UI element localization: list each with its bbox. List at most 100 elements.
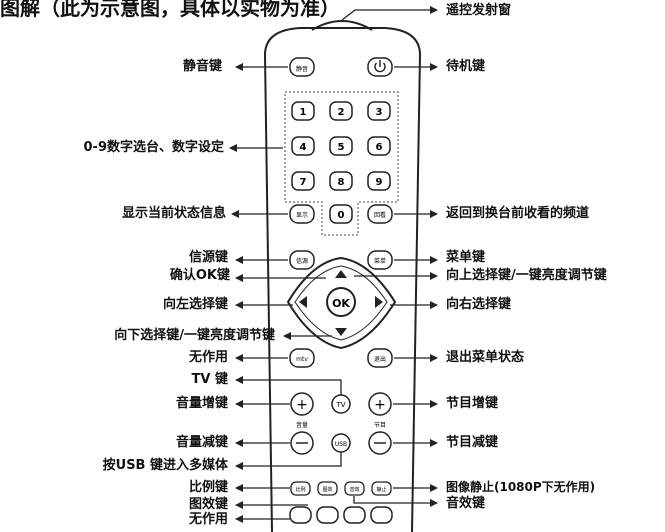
label-ch-up: 节目增键 bbox=[446, 396, 499, 411]
blank-button bbox=[370, 506, 393, 524]
label-right: 向右选择键 bbox=[446, 297, 512, 312]
diagram-heading: 图解（此为示意图，具体以实物为准） bbox=[0, 0, 340, 20]
digit-0-button bbox=[329, 204, 353, 224]
right-arrow-icon bbox=[375, 296, 383, 308]
label-exit: 退出菜单状态 bbox=[446, 350, 525, 365]
ratio-button-label: 比例 bbox=[295, 486, 305, 493]
blank-button bbox=[343, 506, 366, 524]
label-ratio: 比例键 bbox=[188, 480, 228, 495]
up-arrow-icon bbox=[335, 270, 347, 278]
digit-pad-frame bbox=[284, 91, 399, 236]
label-menu: 菜单键 bbox=[446, 250, 486, 265]
leader-tv bbox=[235, 376, 342, 395]
digit-9-label: 9 bbox=[376, 177, 383, 188]
mtv-button-label: mtv bbox=[296, 356, 308, 363]
label-freeze: 图像静止(1080P下无作用) bbox=[446, 480, 596, 494]
program-small-label: 节目 bbox=[374, 421, 386, 429]
mute-button bbox=[289, 57, 315, 77]
power-icon bbox=[374, 60, 386, 73]
digit-9-button bbox=[367, 171, 391, 191]
label-up: 向上选择键/一键亮度调节键 bbox=[446, 268, 607, 283]
exit-button-label: 退出 bbox=[374, 355, 386, 363]
ratio-button bbox=[290, 481, 311, 496]
volume-up-button bbox=[290, 392, 314, 416]
ok-button bbox=[326, 287, 356, 317]
menu-button-label: 菜单 bbox=[374, 257, 386, 265]
digit-5-label: 5 bbox=[338, 142, 345, 153]
label-sound: 音效键 bbox=[446, 496, 486, 511]
sound-effect-button bbox=[344, 481, 365, 496]
label-ok: 确认OK键 bbox=[169, 268, 230, 283]
digit-8-label: 8 bbox=[338, 177, 345, 188]
digit-3-button bbox=[367, 101, 391, 121]
channel-up-button bbox=[368, 392, 392, 416]
label-picture: 图效键 bbox=[188, 497, 228, 512]
menu-button bbox=[367, 250, 393, 270]
nav-cross bbox=[286, 256, 397, 350]
ok-button-label: OK bbox=[332, 297, 350, 310]
display-button bbox=[289, 204, 315, 224]
digit-3-label: 3 bbox=[376, 107, 383, 118]
digit-1-button bbox=[291, 101, 315, 121]
label-down: 向下选择键/一键亮度调节键 bbox=[114, 328, 275, 343]
recall-button-label: 回看 bbox=[374, 211, 386, 219]
right-leaders bbox=[341, 6, 438, 507]
bent-left-leaders bbox=[235, 376, 342, 470]
digit-8-button bbox=[329, 171, 353, 191]
digit-1-label: 1 bbox=[300, 107, 307, 118]
label-ir: 遥控发射窗 bbox=[446, 3, 512, 18]
left-arrow-icon bbox=[299, 296, 307, 308]
blank-button bbox=[289, 506, 312, 524]
label-display: 显示当前状态信息 bbox=[121, 206, 226, 221]
picture-effect-button bbox=[317, 481, 338, 496]
digit-7-button bbox=[291, 171, 315, 191]
mtv-button bbox=[289, 348, 315, 368]
leader-usb bbox=[235, 452, 342, 470]
digit-2-label: 2 bbox=[338, 107, 345, 118]
left-leaders bbox=[229, 63, 332, 523]
label-recall: 返回到换台前收看的频道 bbox=[446, 206, 590, 221]
plus-icon: + bbox=[296, 397, 308, 413]
down-arrow-icon bbox=[335, 328, 347, 336]
mute-button-label: 静音 bbox=[296, 65, 308, 73]
sound-effect-button-label: 音效 bbox=[349, 486, 359, 493]
exit-button bbox=[367, 348, 393, 368]
blank-button bbox=[316, 506, 339, 524]
digit-4-button bbox=[291, 136, 315, 156]
label-vol-down: 音量减键 bbox=[175, 435, 228, 450]
label-power: 待机键 bbox=[446, 59, 486, 74]
digit-0-label: 0 bbox=[338, 210, 345, 221]
source-button bbox=[289, 250, 315, 270]
leader-ir bbox=[341, 6, 438, 21]
label-usb: 按USB 键进入多媒体 bbox=[102, 458, 228, 473]
plus-icon: + bbox=[374, 397, 386, 413]
label-left: 向左选择键 bbox=[162, 297, 228, 312]
label-ch-down: 节目减键 bbox=[446, 435, 499, 450]
digit-7-label: 7 bbox=[300, 177, 307, 188]
display-button-label: 显示 bbox=[296, 212, 308, 219]
digit-6-label: 6 bbox=[376, 142, 383, 153]
leader-sound bbox=[353, 496, 438, 507]
usb-button-label: USB bbox=[335, 441, 347, 448]
label-mtv: 无作用 bbox=[188, 350, 228, 365]
source-button-label: 信源 bbox=[296, 257, 308, 265]
digit-2-button bbox=[329, 101, 353, 121]
label-vol-up: 音量增键 bbox=[175, 396, 228, 411]
ir-window bbox=[311, 20, 373, 31]
label-mute: 静音键 bbox=[182, 59, 222, 74]
freeze-button-label: 静止 bbox=[376, 486, 386, 493]
recall-button bbox=[367, 204, 393, 224]
blank-buttons-row bbox=[289, 506, 393, 524]
digit-6-button bbox=[367, 136, 391, 156]
volume-small-label: 音量 bbox=[296, 421, 308, 429]
tv-button-label: TV bbox=[335, 401, 345, 409]
digit-4-label: 4 bbox=[300, 142, 307, 153]
digit-5-button bbox=[329, 136, 353, 156]
picture-effect-button-label: 图效 bbox=[322, 486, 332, 493]
label-none: 无作用 bbox=[188, 512, 228, 527]
label-tv: TV 键 bbox=[191, 372, 228, 387]
freeze-button bbox=[371, 481, 392, 496]
label-digits: 0-9数字选台、数字设定 bbox=[83, 140, 225, 155]
label-source: 信源键 bbox=[188, 250, 228, 265]
